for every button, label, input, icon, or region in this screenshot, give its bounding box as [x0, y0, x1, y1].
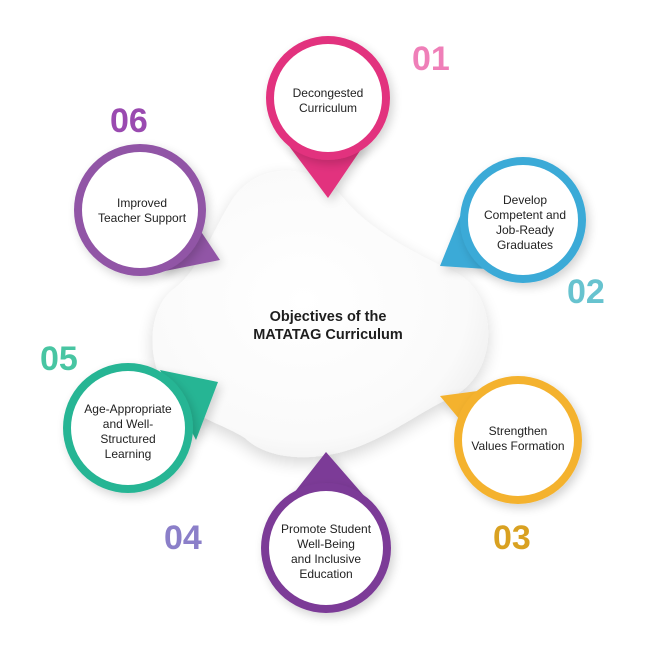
objective-06-number: 06 — [110, 102, 148, 140]
objective-02-label-line-3: Job-Ready — [496, 223, 554, 237]
objective-04-label-line-3: and Inclusive — [291, 552, 361, 566]
central-title-line-1: Objectives of the — [270, 309, 387, 325]
objective-06-label-line-1: Improved — [117, 196, 167, 210]
objective-02-bubble — [468, 165, 578, 275]
objective-04-label-line-1: Promote Student — [281, 522, 372, 536]
objective-02-label-line-1: Develop — [503, 193, 547, 207]
objective-04: Promote Student Well-Being and Inclusive… — [164, 452, 391, 613]
objective-02-number: 02 — [567, 273, 605, 311]
objective-05-bubble — [71, 371, 185, 485]
objective-03-number: 03 — [493, 519, 531, 557]
objective-04-number: 04 — [164, 519, 202, 557]
objective-03-label-line-2: Values Formation — [471, 439, 564, 453]
objective-04-label-line-4: Education — [299, 567, 352, 581]
objective-06-label-line-2: Teacher Support — [98, 211, 187, 225]
central-cloud-shape — [152, 170, 489, 458]
objective-01-label-line-2: Curriculum — [299, 101, 357, 115]
objective-02-label-line-4: Graduates — [497, 238, 553, 252]
objective-02-label-line-2: Competent and — [484, 208, 566, 222]
objective-05: Age-Appropriate and Well- Structured Lea… — [40, 340, 218, 493]
objective-05-number: 05 — [40, 340, 78, 378]
objective-01-number: 01 — [412, 40, 450, 78]
objective-05-label-line-1: Age-Appropriate — [84, 402, 172, 416]
objective-05-label-line-4: Learning — [105, 447, 152, 461]
objective-05-label-line-2: and Well- — [103, 417, 153, 431]
central-title: Objectives of the MATATAG Curriculum — [253, 309, 403, 343]
objective-02: Develop Competent and Job-Ready Graduate… — [440, 157, 605, 311]
objective-05-label-line-3: Structured — [100, 432, 155, 446]
objective-01: Decongested Curriculum 01 — [266, 36, 450, 198]
objective-03-label-line-1: Strengthen — [489, 424, 548, 438]
objective-03: Strengthen Values Formation 03 — [440, 376, 582, 557]
objective-04-bubble — [269, 491, 383, 605]
objective-01-bubble — [274, 44, 382, 152]
objective-06-bubble — [82, 152, 198, 268]
objective-04-label-line-2: Well-Being — [297, 537, 355, 551]
objective-03-bubble — [462, 384, 574, 496]
objective-01-label-line-1: Decongested — [293, 86, 364, 100]
central-title-line-2: MATATAG Curriculum — [253, 327, 403, 343]
objective-06: Improved Teacher Support 06 — [74, 102, 220, 276]
